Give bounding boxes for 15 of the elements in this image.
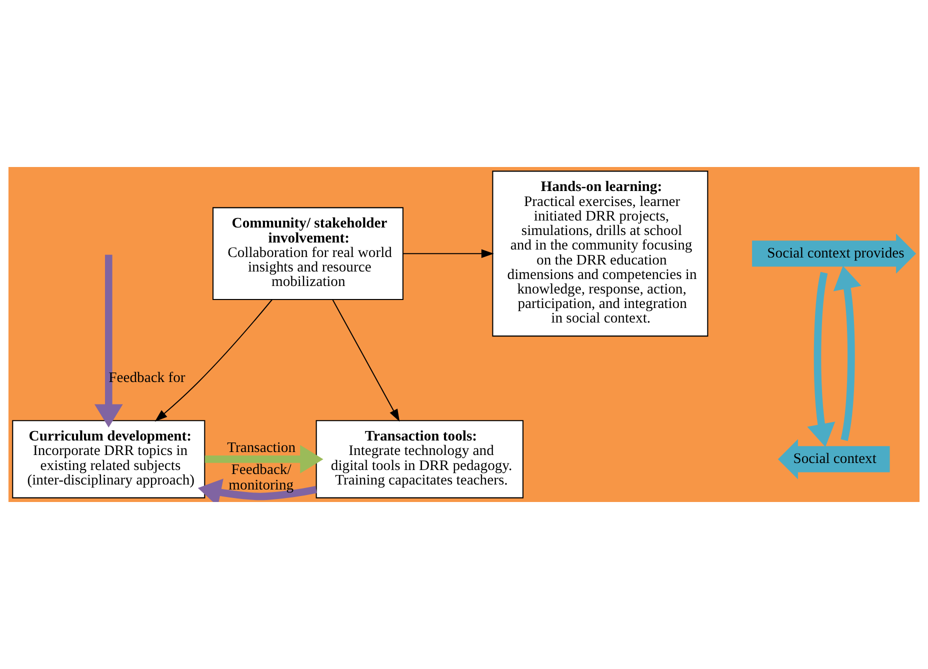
edge-label: Feedback for [108, 370, 186, 386]
node-box: Community/ stakeholder involvement: Collaboration for real world insights and resource mobilization [212, 207, 404, 300]
node-box: Curriculum development: Incorporate DRR topics in existing related subjects (inter-disciplinary approach) [12, 420, 206, 498]
arrow [403, 249, 494, 258]
arrow [833, 266, 862, 441]
node-box: Transaction tools: Integrate technology and digital tools in DRR pedagogy. Training capacitates teachers. [316, 420, 524, 498]
arrow [154, 299, 272, 422]
arrow [332, 300, 400, 422]
arrow [94, 254, 123, 428]
node-box: Hands-on learning: Practical exercises, learner initiated DRR projects, simulations, drills at school and in the community focusing on the DRR education dimensions and competencies in knowledge, response, action, participation, and integration in social context. [492, 170, 708, 337]
arrow [204, 445, 324, 474]
arrow [198, 478, 317, 502]
arrow [807, 272, 836, 448]
edge-label: Transaction [227, 440, 296, 456]
edge-label: Feedback/ monitoring [228, 462, 294, 494]
